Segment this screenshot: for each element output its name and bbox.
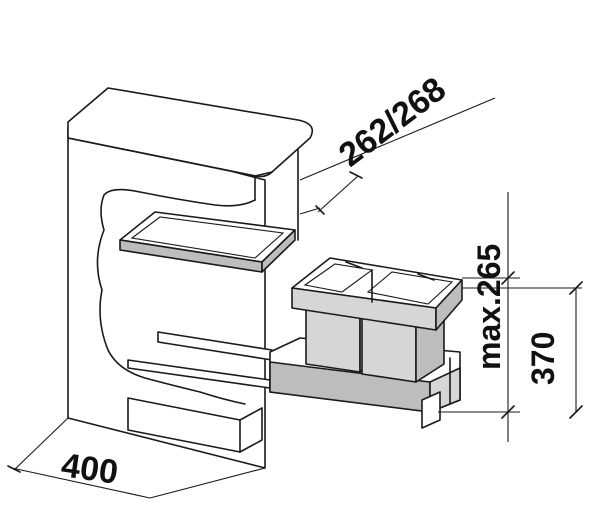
bin-right-opening	[366, 271, 454, 305]
drawer-foot	[421, 391, 441, 429]
bin-rim-side	[435, 279, 463, 331]
cabinet-cutout-top	[103, 188, 256, 207]
dim-max-label: max.265	[471, 244, 507, 370]
dim-depth-ticks	[315, 171, 363, 215]
dim-400-line	[11, 467, 151, 499]
dim-400-ext-right	[149, 467, 266, 499]
lid-inner	[130, 216, 285, 259]
bin-handle-right	[417, 273, 435, 281]
dim-400-tick	[7, 465, 21, 473]
cabinet	[67, 87, 314, 469]
countertop	[67, 87, 314, 178]
dim-depth-ext-top	[299, 97, 496, 181]
plinth-side	[239, 407, 263, 453]
lid-side	[261, 229, 296, 273]
bin-lid	[119, 211, 296, 273]
dimension-lines	[7, 97, 583, 499]
dim-max-ticks	[501, 271, 515, 419]
dim-depth-line	[317, 175, 359, 213]
dim-370-ticks	[569, 281, 583, 419]
cabinet-cutout-edge	[96, 194, 246, 405]
dim-width-label: 400	[59, 446, 120, 492]
dim-depth-label: 262/268	[332, 70, 453, 174]
dim-depth-ext-bottom	[299, 207, 321, 215]
dim-400-ext-left	[13, 417, 69, 471]
pull-out-drawer	[127, 257, 463, 429]
bin-handle-left	[345, 261, 363, 269]
dim-height-label: 370	[525, 332, 561, 385]
